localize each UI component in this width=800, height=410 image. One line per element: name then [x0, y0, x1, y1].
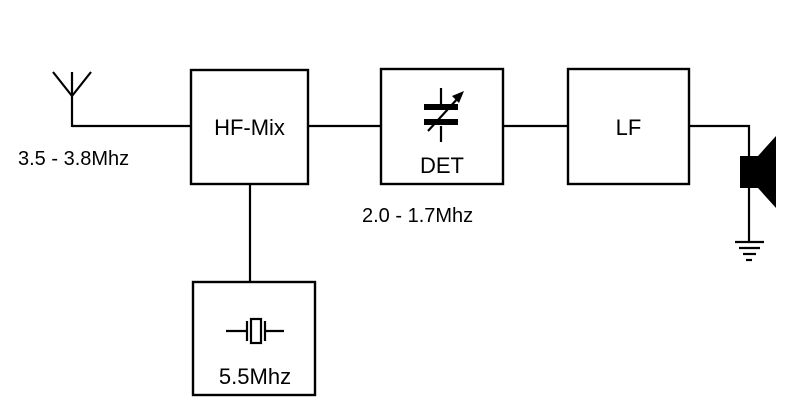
det-label: DET [420, 153, 464, 178]
wire-lf-to-speaker [689, 124, 751, 156]
lf-block: LF [566, 67, 691, 186]
signal-wires [72, 124, 751, 282]
speaker-icon [740, 136, 776, 208]
if-frequency-label: 2.0 - 1.7Mhz [362, 205, 473, 227]
hf-mix-label: HF-Mix [214, 115, 285, 140]
oscillator-block: 5.5Mhz [191, 280, 317, 397]
det-block: DET [379, 67, 505, 186]
hf-mix-block: HF-Mix [189, 68, 310, 186]
crystal-icon [226, 317, 284, 345]
input-frequency-label: 3.5 - 3.8Mhz [18, 148, 129, 170]
antenna-icon [52, 71, 92, 127]
variable-capacitor-icon [424, 88, 464, 142]
lf-label: LF [616, 115, 642, 140]
ground-icon [735, 240, 764, 262]
oscillator-frequency-label: 5.5Mhz [219, 364, 291, 389]
